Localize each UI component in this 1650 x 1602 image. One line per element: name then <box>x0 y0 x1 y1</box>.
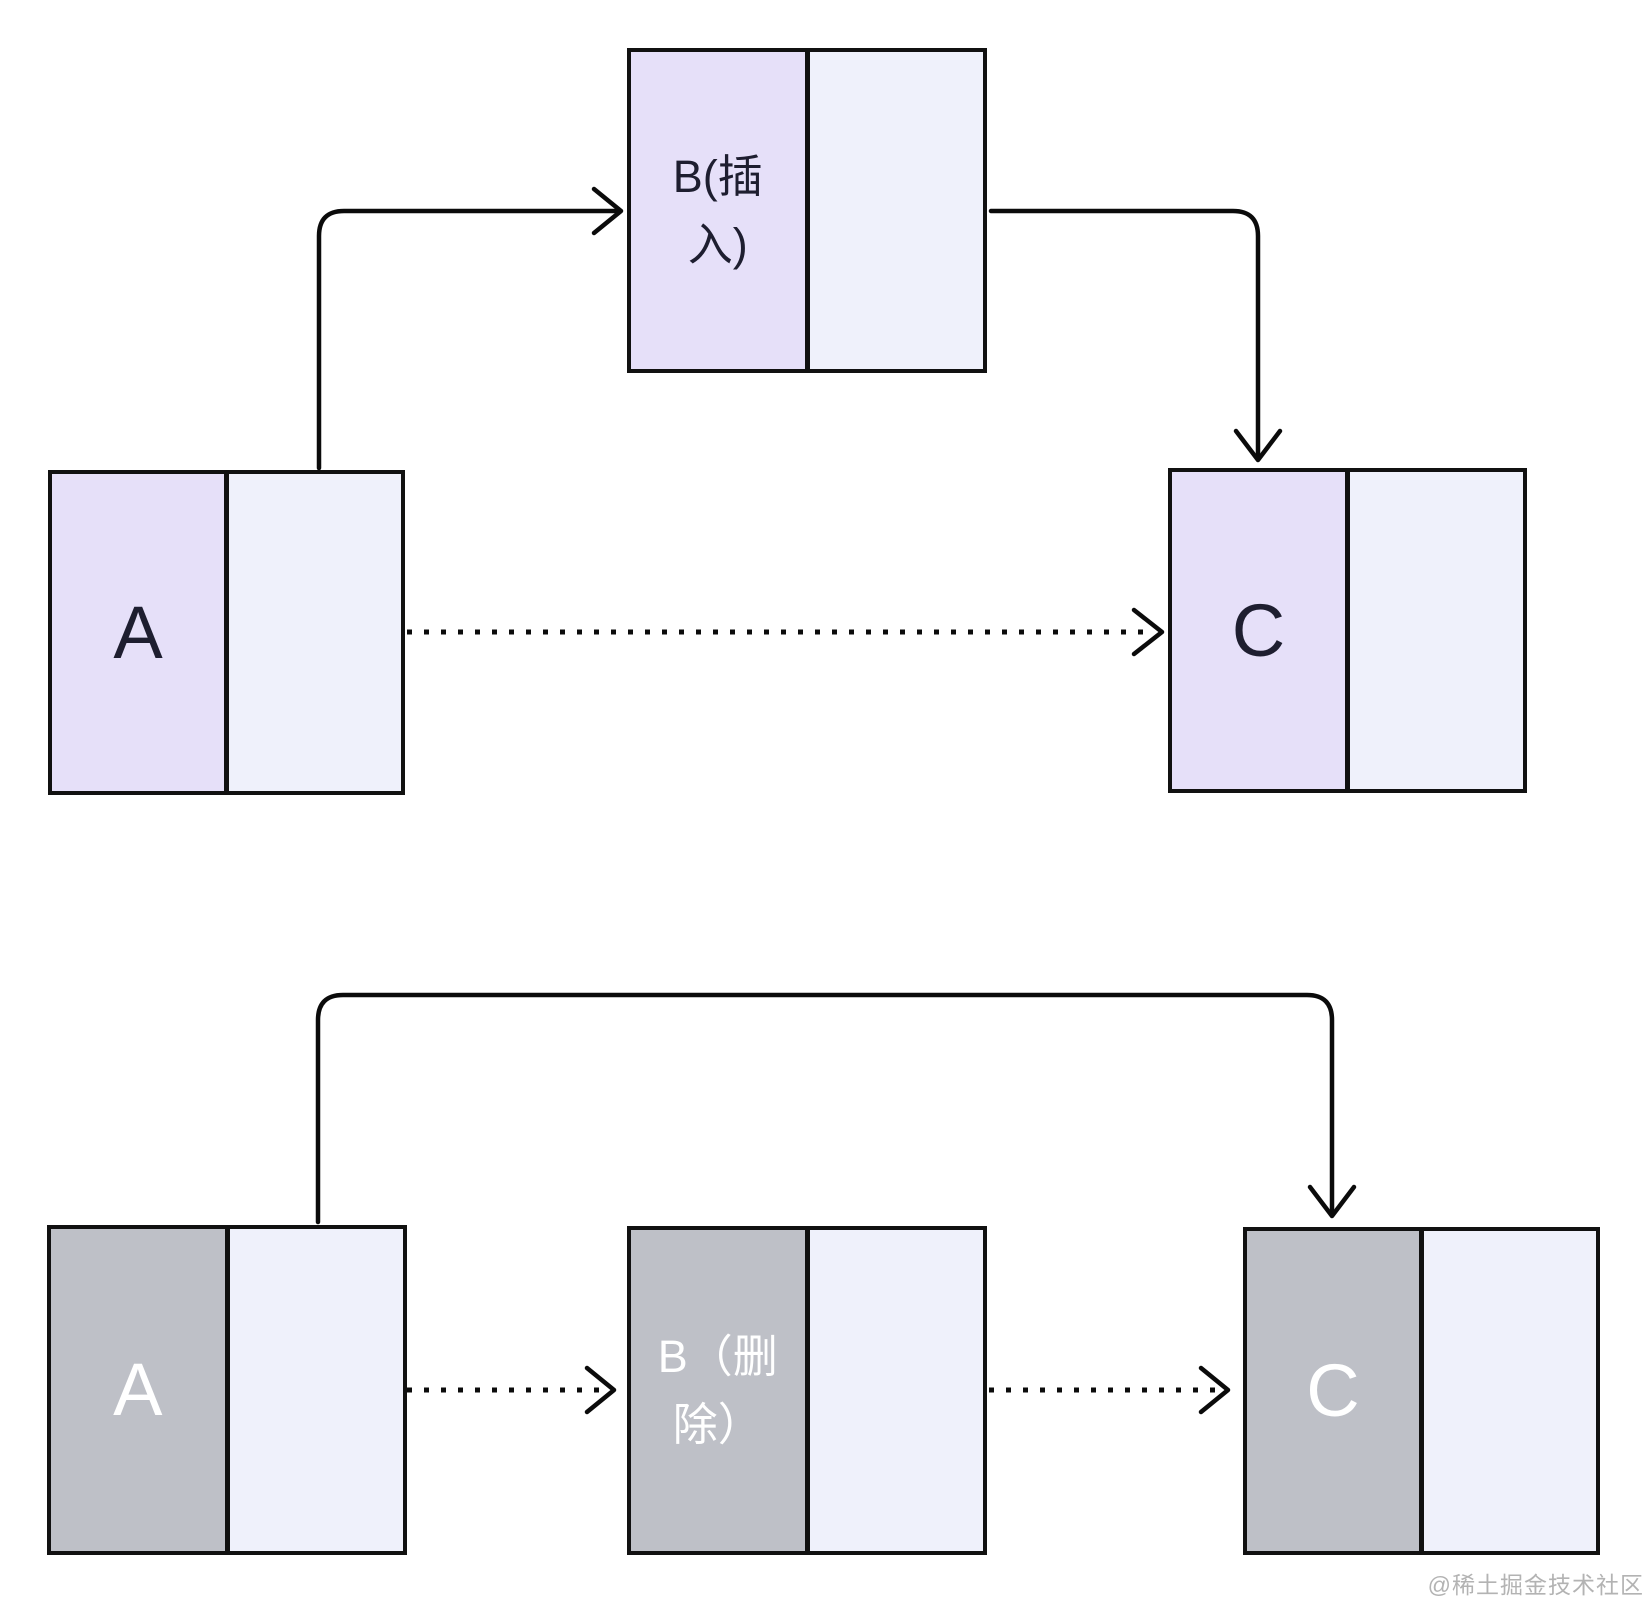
node-c-top-data-cell: C <box>1172 472 1345 789</box>
juejin-watermark: @稀土掘金技术社区 <box>1427 1572 1644 1598</box>
arrow-b-insert-to-c-line <box>988 208 1261 458</box>
node-b-insert-label-line1: B(插 <box>672 150 763 202</box>
node-b-delete-data-cell: B（删 除） <box>631 1230 805 1551</box>
arrow-a-to-c-bypass-line <box>315 992 1335 1225</box>
arrow-a-to-b-insert-line <box>316 208 619 471</box>
node-a-bottom-data-cell: A <box>51 1229 225 1551</box>
arrow-a-to-c-bypass-head <box>1307 1184 1357 1219</box>
node-c-bottom-data-cell: C <box>1247 1231 1419 1551</box>
node-b-insert-label-line2: 入) <box>687 218 748 270</box>
node-a-bottom-pointer-cell <box>224 1229 403 1551</box>
arrow-a-to-b-delete-dotted-head <box>584 1365 617 1415</box>
arrow-b-insert-to-c-head <box>1233 428 1283 463</box>
node-b-delete-label-line1: B（删 <box>657 1330 778 1382</box>
node-b-delete-label: B（删 除） <box>658 1323 778 1459</box>
node-a-top: A <box>48 470 405 795</box>
node-a-top-pointer-cell <box>224 474 401 791</box>
node-b-delete: B（删 除） <box>627 1226 987 1555</box>
node-c-top-pointer-cell <box>1345 472 1523 789</box>
node-c-bottom-label: C <box>1306 1349 1360 1432</box>
arrow-b-delete-to-c-dotted-head <box>1198 1365 1231 1415</box>
node-c-top-label: C <box>1231 588 1286 672</box>
node-a-top-data-cell: A <box>52 474 224 791</box>
node-a-bottom-label: A <box>113 1348 163 1431</box>
node-b-insert-pointer-cell <box>804 52 983 369</box>
node-c-top: C <box>1168 468 1527 793</box>
node-b-delete-label-line2: 除） <box>672 1398 763 1450</box>
node-b-insert: B(插 入) <box>627 48 987 373</box>
arrow-a-to-c-dotted-head <box>1131 607 1165 657</box>
node-b-insert-data-cell: B(插 入) <box>631 52 805 369</box>
node-a-top-label: A <box>113 590 163 674</box>
node-b-delete-pointer-cell <box>804 1230 983 1551</box>
node-c-bottom-pointer-cell <box>1419 1231 1596 1551</box>
node-a-bottom: A <box>47 1225 407 1555</box>
node-b-insert-label: B(插 入) <box>673 143 763 279</box>
arrow-a-to-b-insert-head <box>591 186 624 236</box>
node-c-bottom: C <box>1243 1227 1600 1555</box>
